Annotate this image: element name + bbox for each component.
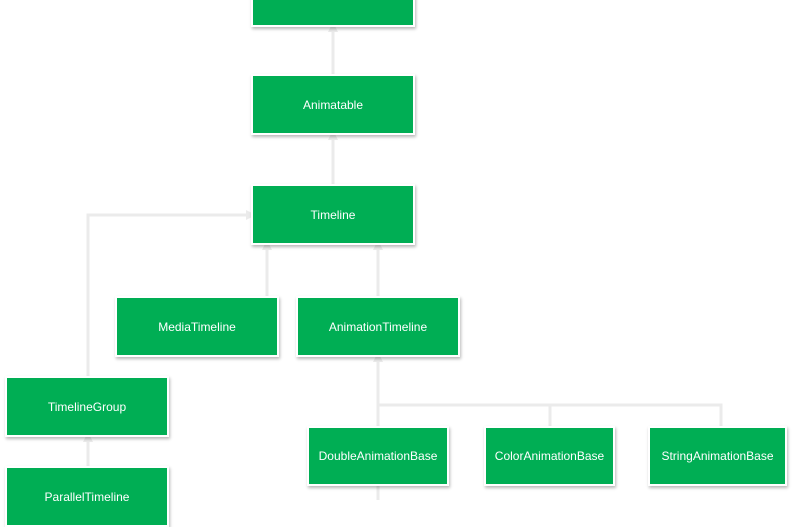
- inheritance-edges: [83, 22, 723, 500]
- node-label: ParallelTimeline: [44, 489, 130, 504]
- node-label: AnimationTimeline: [328, 319, 428, 334]
- node-timeline-group: TimelineGroup: [5, 376, 169, 437]
- node-label: Timeline: [310, 207, 356, 222]
- node-timeline: Timeline: [251, 184, 415, 245]
- node-color-animation-base: ColorAnimationBase: [484, 426, 615, 486]
- node-label: Animatable: [302, 97, 364, 112]
- node-double-animation-base: DoubleAnimationBase: [307, 426, 449, 486]
- edge-string-animation-base-to-animation-timeline: [550, 403, 723, 426]
- edge-timeline-group-to-timeline: [86, 210, 256, 376]
- node-parallel-timeline: ParallelTimeline: [5, 466, 169, 527]
- class-hierarchy-diagram: Animatable Timeline MediaTimeline Animat…: [5, 0, 787, 527]
- node-label: MediaTimeline: [158, 319, 236, 334]
- node-label: ColorAnimationBase: [494, 449, 605, 463]
- node-animatable: Animatable: [251, 74, 415, 135]
- node-label: DoubleAnimationBase: [318, 449, 438, 463]
- node-string-animation-base: StringAnimationBase: [648, 426, 787, 486]
- edge-color-animation-base-to-animation-timeline: [378, 403, 552, 426]
- node-label: StringAnimationBase: [661, 449, 774, 463]
- node-top-cropped: [251, 0, 415, 27]
- node-label: TimelineGroup: [47, 399, 127, 414]
- node-media-timeline: MediaTimeline: [115, 296, 279, 357]
- node-animation-timeline: AnimationTimeline: [296, 296, 460, 357]
